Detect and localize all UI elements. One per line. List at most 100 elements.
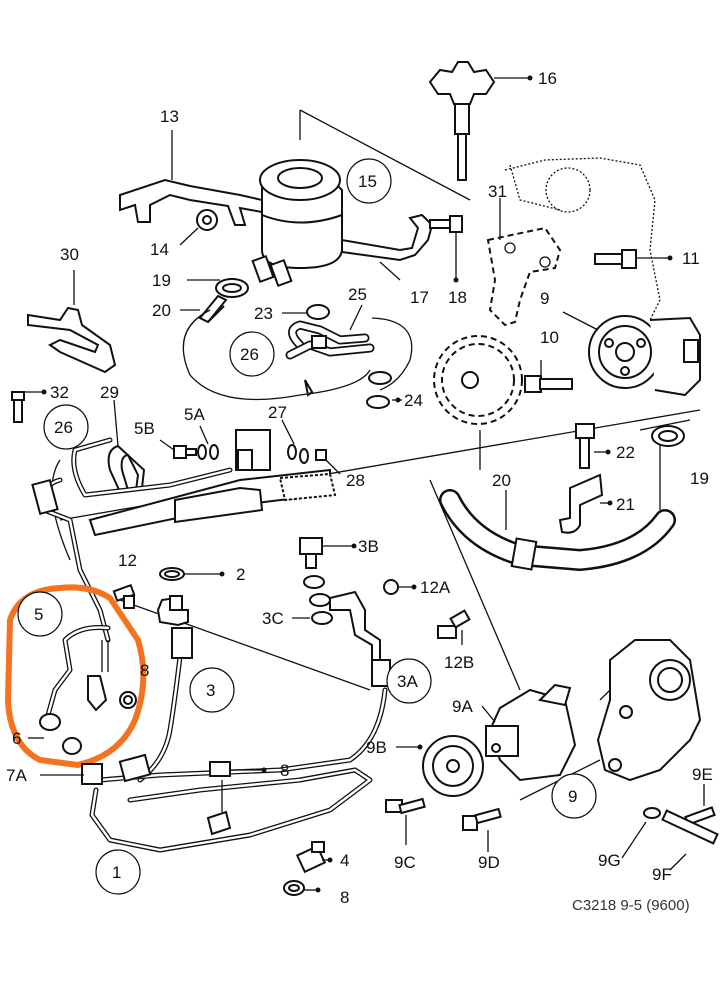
leader-dots: [41, 75, 673, 893]
label-5A: 5A: [184, 405, 205, 424]
part-14-nut: [179, 209, 218, 246]
part-8-nut-bottom: [283, 880, 320, 896]
label-13: 13: [160, 107, 179, 126]
part-9A-power-steering-pump: [481, 683, 577, 782]
part-19-hose-clamp-upper: [187, 278, 249, 298]
label-9G: 9G: [598, 851, 621, 870]
part-24-hose-clips: [304, 371, 402, 409]
label-circle-3: [189, 667, 235, 713]
label-3: 3: [206, 681, 215, 700]
label-9-top: 9: [540, 289, 549, 308]
label-1: 1: [112, 863, 121, 882]
part-29-clip: [107, 399, 146, 494]
part-9C-bolt: [385, 797, 426, 845]
label-23: 23: [254, 304, 273, 323]
part-22-bolt: [575, 423, 610, 469]
part-20-hose-upper: [180, 294, 228, 324]
label-24: 24: [404, 391, 423, 410]
part-10-bolt: [524, 360, 573, 393]
label-9C: 9C: [394, 853, 416, 872]
label-3C: 3C: [262, 609, 284, 628]
part-15-fluid-reservoir: [251, 159, 343, 288]
part-30-hose-clip: [27, 270, 117, 374]
part-16-reservoir-cap: [428, 61, 530, 181]
part-9D-bolt: [462, 807, 502, 852]
label-circle-26-left: [43, 404, 89, 450]
label-circle-15: [346, 158, 392, 204]
part-5-pressure-pipe-highlighted: [28, 625, 137, 755]
part-20-return-hose: [439, 444, 676, 571]
label-25: 25: [348, 285, 367, 304]
part-31-pump-bracket: [486, 198, 562, 327]
label-9A: 9A: [452, 697, 473, 716]
label-19-top: 19: [152, 271, 171, 290]
part-2-o-ring: [159, 567, 224, 581]
label-9D: 9D: [478, 853, 500, 872]
label-circle-26-top: [229, 331, 275, 377]
label-12B: 12B: [444, 653, 474, 672]
label-30: 30: [60, 245, 79, 264]
part-11-bolt: [594, 249, 670, 269]
label-9E: 9E: [692, 765, 713, 784]
assembly-leader-lines: [59, 109, 701, 801]
label-32: 32: [50, 383, 69, 402]
label-20-right: 20: [492, 471, 511, 490]
label-15: 15: [358, 172, 377, 191]
part-9E-bolt: [684, 784, 716, 826]
label-8-mid: 8: [280, 761, 289, 780]
part-26-return-hose-assembly: [182, 304, 413, 401]
label-12: 12: [118, 551, 137, 570]
part-3B-banjo-bolt: [299, 537, 355, 569]
part-21-bracket: [558, 473, 612, 534]
label-26-left: 26: [54, 418, 73, 437]
drawing-reference: C3218 9-5 (9600): [572, 897, 690, 914]
steering-rack: [51, 429, 337, 561]
label-12A: 12A: [420, 578, 451, 597]
label-4: 4: [340, 851, 349, 870]
pressure-pipes-left: [31, 437, 233, 643]
label-27: 27: [268, 403, 287, 422]
label-9B: 9B: [366, 738, 387, 757]
engine-block-outline: [504, 157, 661, 321]
label-9-bottom: 9: [568, 787, 577, 806]
label-17: 17: [410, 288, 429, 307]
label-18: 18: [448, 288, 467, 307]
part-3C-washers-fitting: [292, 575, 381, 661]
label-5: 5: [34, 605, 43, 624]
part-4-fitting: [295, 841, 332, 874]
part-5A-washers: [197, 425, 219, 460]
part-8-nut-mid: [209, 761, 264, 812]
part-9-pulley-dashed: [433, 335, 523, 425]
part-9-pump-bracket-lower: [596, 639, 702, 782]
part-19-hose-clamp-right: [651, 425, 685, 447]
label-28: 28: [346, 471, 365, 490]
label-21: 21: [616, 495, 635, 514]
label-circle-5: [17, 591, 63, 637]
label-3A: 3A: [397, 672, 418, 691]
part-9F-bolt: [661, 809, 719, 871]
label-5B: 5B: [134, 419, 155, 438]
label-circle-1: [95, 849, 141, 895]
label-14: 14: [150, 240, 169, 259]
label-7A: 7A: [6, 766, 27, 785]
part-27-washers: [281, 419, 309, 464]
label-11: 11: [682, 249, 700, 268]
label-9F: 9F: [652, 865, 672, 884]
part-9-power-steering-pump-upper: [562, 311, 701, 397]
part-12B-bolt: [437, 609, 471, 645]
label-26-top: 26: [240, 345, 259, 364]
label-circle-3A: [386, 658, 432, 704]
part-9G-washer: [621, 807, 661, 859]
label-2: 2: [236, 565, 245, 584]
part-28-banjo-bolt: [315, 449, 341, 475]
label-29: 29: [100, 383, 119, 402]
label-20-top: 20: [152, 301, 171, 320]
part-12A-nut: [383, 579, 415, 595]
part-13-reservoir-bracket: [119, 130, 263, 226]
part-17-reservoir-strap: [341, 213, 434, 281]
part-18-bolt: [429, 215, 463, 280]
label-19-right: 19: [690, 469, 709, 488]
label-31: 31: [488, 182, 507, 201]
label-6: 6: [12, 729, 21, 748]
